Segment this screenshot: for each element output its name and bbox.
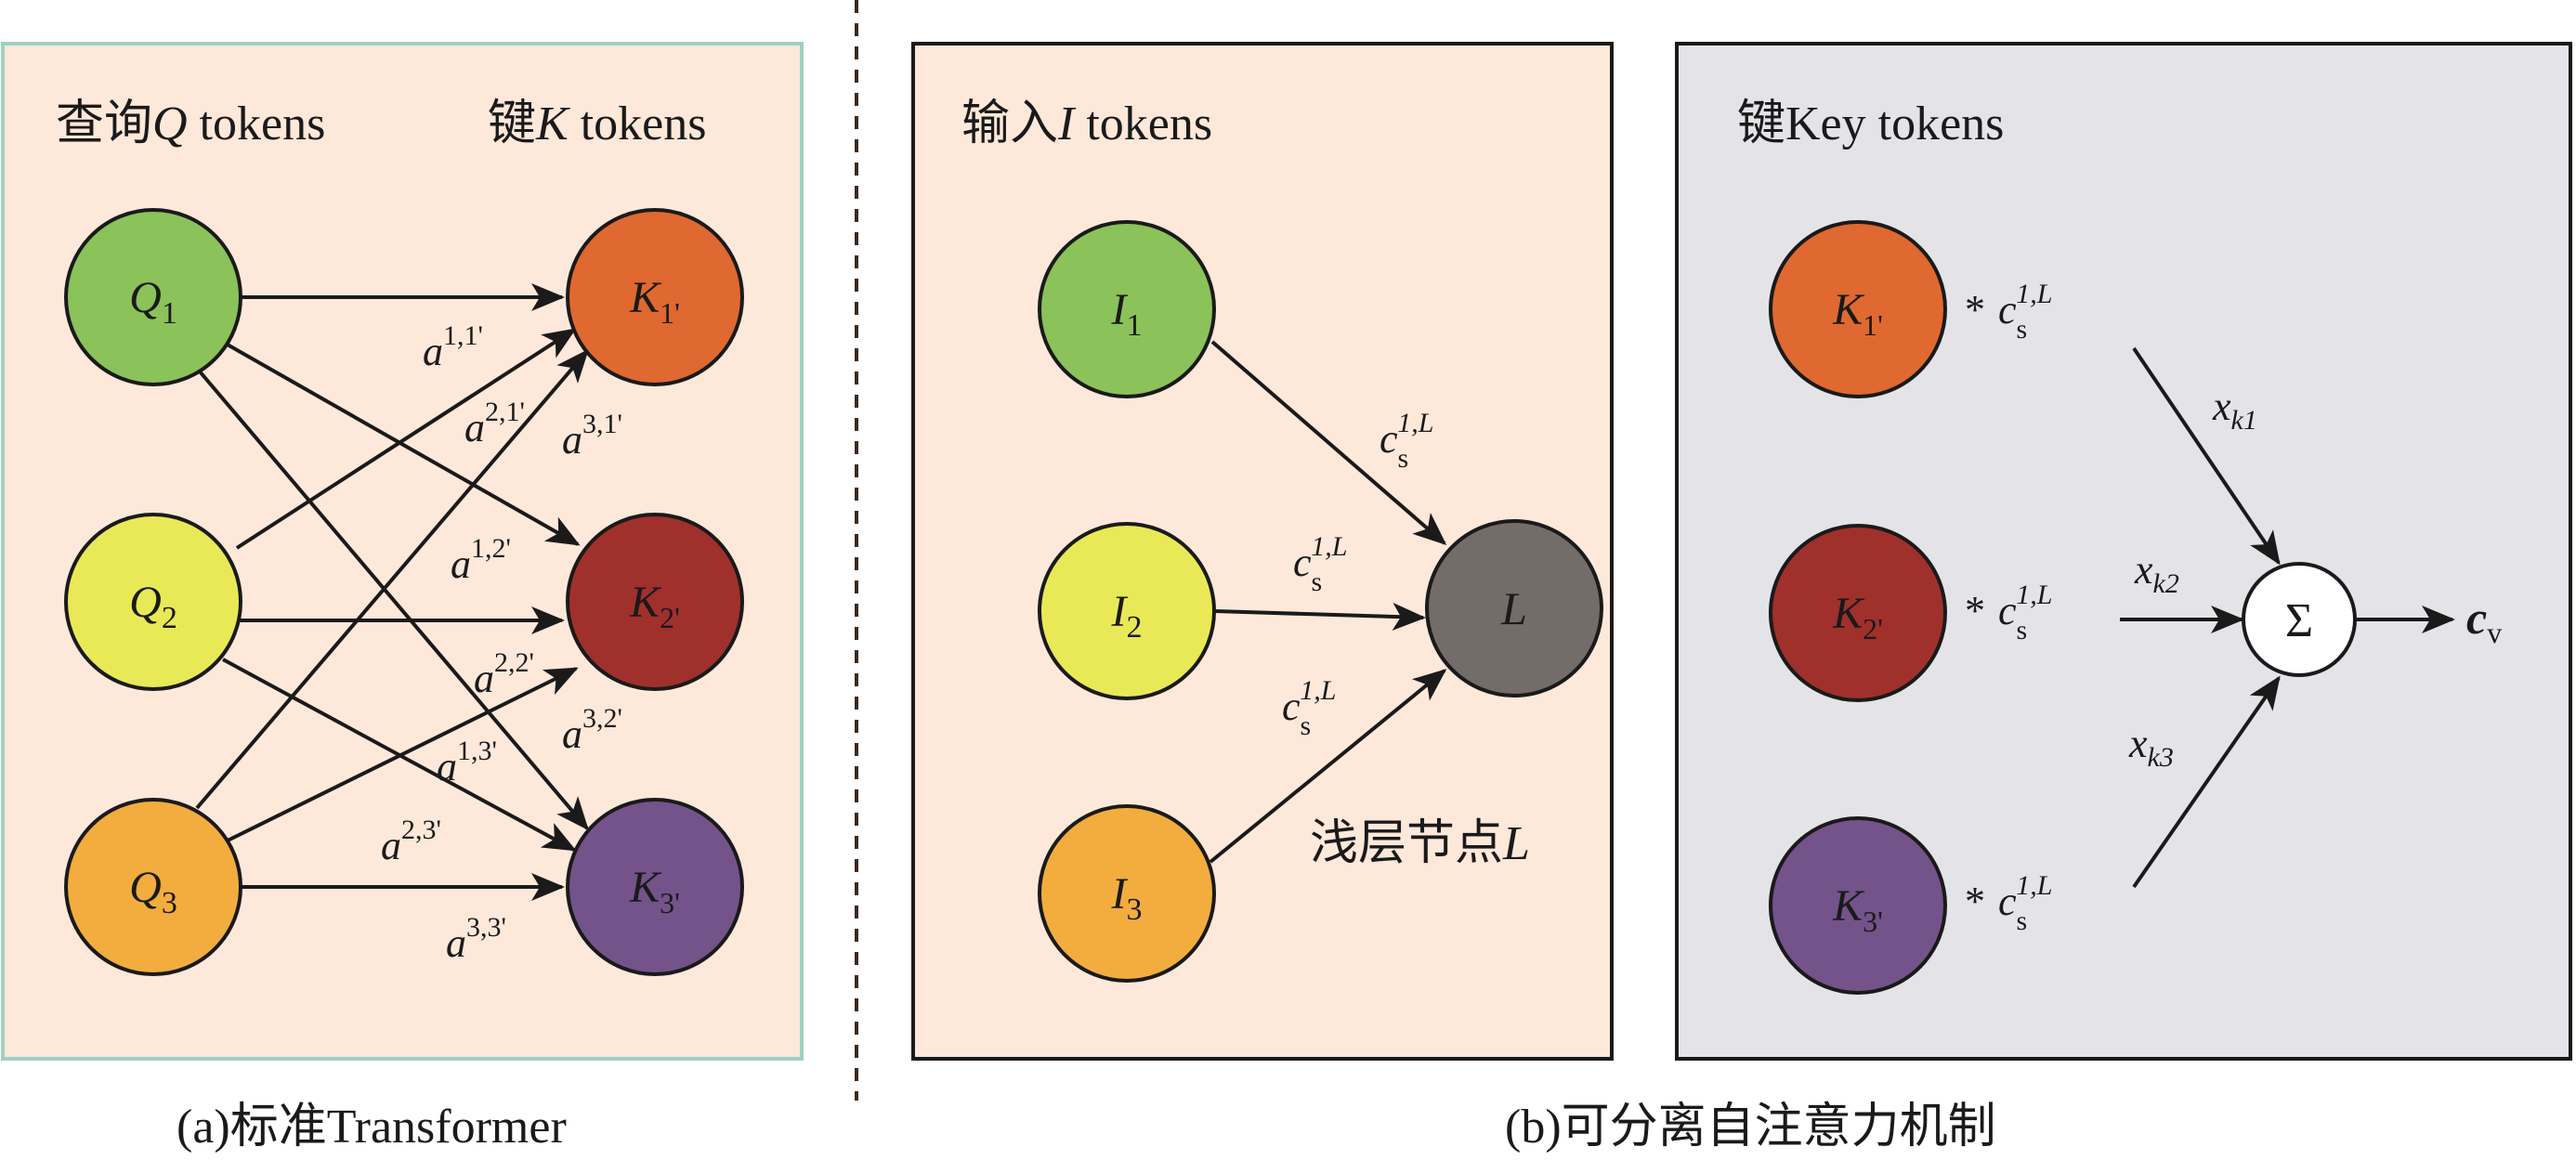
xk1-label: xk1	[2212, 384, 2257, 436]
input-label-2: I2	[1111, 587, 1143, 645]
weight-label: a1,1'	[423, 320, 483, 374]
query-label-1: Q1	[129, 273, 177, 331]
xk3-label: xk3	[2128, 721, 2174, 773]
edge-q1-k2	[225, 342, 581, 546]
panel-a-weights: a1,1' a2,1' a3,1' a1,2' a2,2' a3,2' a1,3…	[381, 320, 622, 966]
shallow-node-label: L	[1500, 582, 1527, 634]
shallow-node-circle	[1425, 519, 1603, 697]
panel-b1-header: 输入I tokens	[961, 98, 1212, 150]
sum-node: Σ	[2242, 562, 2357, 677]
shallow-node-caption: 浅层节点L	[1310, 817, 1530, 870]
panel-b2-coefficients: *cs1,L *cs1,L *cs1,L	[1965, 279, 2052, 936]
edge-i1-l	[1210, 340, 1447, 545]
caption-a: (a)标准Transformer	[177, 1101, 567, 1153]
key-label-3: K3'	[629, 863, 680, 919]
panel-b1-edges	[1209, 340, 1447, 864]
key-node-2: K2'	[566, 513, 744, 691]
input-node-1: I1	[1038, 220, 1216, 398]
key-circle-2	[566, 513, 744, 691]
edge-q1-k3	[198, 370, 589, 831]
input-circle-2	[1038, 522, 1216, 700]
weight-label: a2,3'	[381, 815, 441, 868]
query-label-2: Q2	[129, 578, 177, 635]
key-node-3: K3'	[566, 798, 744, 976]
input-label-3: I3	[1111, 869, 1143, 927]
panel-b2-keys: K1' K2' K3'	[1769, 220, 1947, 995]
key-node-1: K1'	[566, 208, 744, 386]
panel-b2-input-labels: xk1 xk2 xk3	[2128, 384, 2257, 773]
edge-xk3	[2132, 675, 2281, 889]
key-b-circle-3	[1769, 816, 1947, 995]
coef-1: *cs1,L	[1965, 279, 2052, 345]
edge-q2-k1	[235, 328, 577, 550]
coef-3: *cs1,L	[1965, 870, 2052, 936]
edge-q3-k2	[227, 667, 579, 842]
weight-label: a1,2'	[451, 533, 511, 587]
edge-label-i3: cs1,L	[1282, 675, 1336, 741]
sum-symbol: Σ	[2285, 594, 2313, 647]
output-label: cv	[2466, 592, 2502, 649]
coef-2: *cs1,L	[1965, 580, 2052, 645]
panel-b2-edges	[2120, 346, 2455, 889]
weight-label: a2,1'	[464, 397, 525, 450]
edge-label-i2: cs1,L	[1293, 531, 1347, 597]
caption-b: (b)可分离自注意力机制	[1505, 1101, 1996, 1153]
key-circle-1	[566, 208, 744, 386]
input-circle-1	[1038, 220, 1216, 398]
key-b-node-2: K2'	[1769, 524, 1947, 702]
key-b-label-2: K2'	[1832, 589, 1883, 645]
edge-label-i1: cs1,L	[1380, 408, 1433, 474]
panel-a-key-header: 键K tokens	[488, 98, 706, 150]
query-node-3: Q3	[64, 798, 242, 976]
query-circle-2	[64, 513, 242, 691]
key-b-label-1: K1'	[1832, 285, 1883, 342]
key-b-circle-1	[1769, 220, 1947, 398]
key-label-1: K1'	[629, 273, 680, 330]
panel-b1-edge-labels: cs1,L cs1,L cs1,L	[1282, 408, 1433, 741]
weight-label: a3,1'	[562, 409, 622, 463]
query-node-1: Q1	[64, 208, 242, 386]
edge-q3-k1	[195, 348, 589, 810]
xk2-label: xk2	[2134, 547, 2179, 599]
query-circle-3	[64, 798, 242, 976]
sum-circle	[2242, 562, 2357, 677]
key-b-node-1: K1'	[1769, 220, 1947, 398]
key-label-2: K2'	[629, 578, 680, 634]
query-circle-1	[64, 208, 242, 386]
panel-a-query-header: 查询Q tokens	[56, 98, 325, 150]
weight-label: a3,2'	[562, 703, 622, 757]
edge-xk1	[2132, 346, 2281, 566]
edge-i2-l	[1214, 602, 1426, 631]
shallow-node: L	[1425, 519, 1603, 697]
weight-label: a1,3'	[437, 736, 497, 789]
input-node-2: I2	[1038, 522, 1216, 700]
key-b-node-3: K3'	[1769, 816, 1947, 995]
input-node-3: I3	[1038, 804, 1216, 983]
key-b-label-3: K3'	[1832, 881, 1883, 938]
panel-b2-header: 键Key tokens	[1737, 98, 2004, 150]
weight-label: a3,3'	[446, 912, 506, 966]
input-label-1: I1	[1111, 285, 1143, 343]
key-circle-3	[566, 798, 744, 976]
input-circle-3	[1038, 804, 1216, 983]
query-label-3: Q3	[129, 863, 177, 920]
query-node-2: Q2	[64, 513, 242, 691]
panel-a-edges	[195, 283, 589, 901]
key-b-circle-2	[1769, 524, 1947, 702]
weight-label: a2,2'	[474, 647, 534, 701]
edge-i3-l	[1209, 669, 1447, 864]
